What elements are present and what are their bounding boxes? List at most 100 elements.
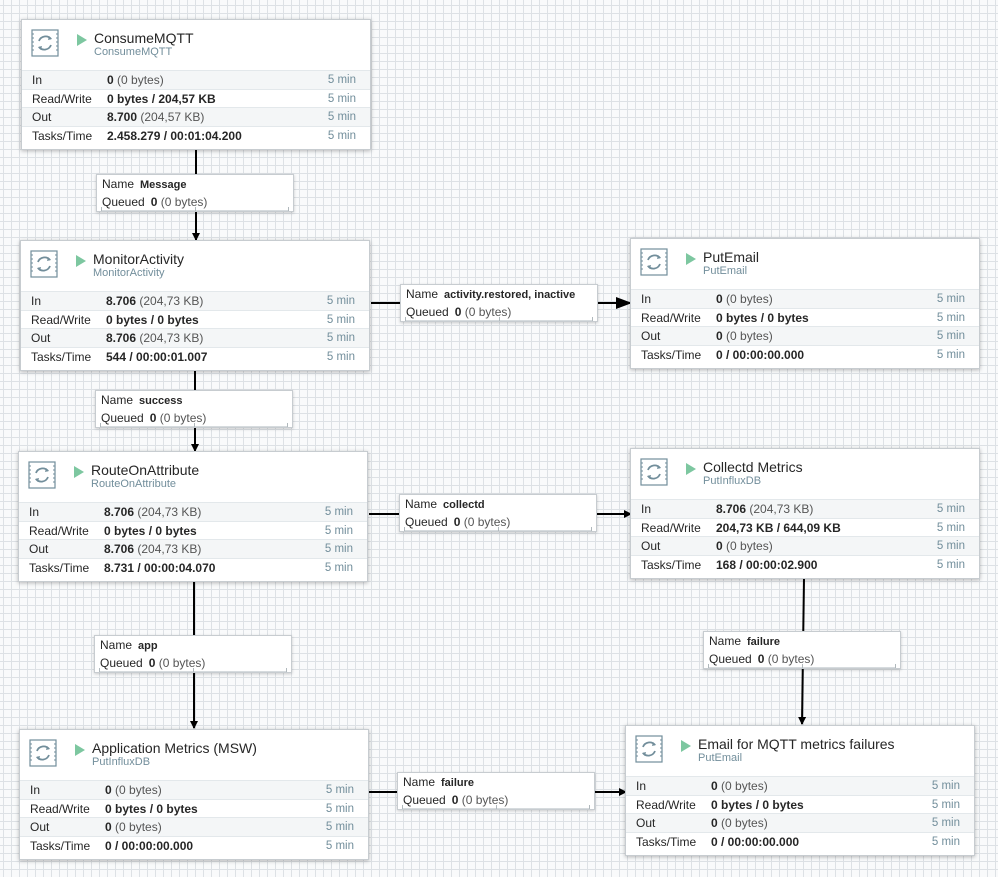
connection-name-key: Name: [403, 775, 436, 789]
connection-queued-count: 0: [453, 515, 461, 529]
stat-label: Out: [30, 820, 50, 834]
queue-bar: [96, 423, 292, 427]
stat-period: 5 min: [325, 839, 354, 852]
processor-icon: [28, 461, 56, 489]
stat-label: Out: [29, 542, 49, 556]
connection-queued-count: 0: [451, 793, 459, 807]
stat-period: 5 min: [936, 348, 965, 361]
stat-value: 8.706 (204,73 KB): [104, 503, 201, 522]
stat-count: 8.706: [104, 542, 135, 556]
stat-period: 5 min: [324, 506, 353, 518]
stat-count: 8.706: [106, 294, 137, 308]
stat-size: (0 bytes): [726, 539, 773, 553]
connection-queued-size: (0 bytes): [767, 652, 815, 666]
stat-size: (204,73 KB): [137, 505, 202, 519]
connection-queued-count: 0: [148, 656, 156, 670]
processor-icon: [29, 739, 57, 767]
connection-name-key: Name: [406, 287, 439, 301]
stat-value: 0 (0 bytes): [105, 781, 162, 800]
stat-period: 5 min: [936, 311, 965, 324]
stat-tasks-time: 0 / 00:00:00.000: [711, 834, 800, 849]
stat-value: 0 bytes / 204,57 KB: [107, 90, 216, 109]
running-status-icon: [681, 740, 691, 752]
stat-value: 0 / 00:00:00.000: [711, 833, 799, 852]
stat-period: 5 min: [326, 332, 355, 344]
stat-tasks-time: 544 / 00:00:01.007: [106, 349, 208, 364]
stat-value: 0 bytes / 0 bytes: [716, 309, 809, 328]
stat-label: In: [31, 294, 42, 308]
stat-size: (204,73 KB): [139, 294, 204, 308]
stat-value: 8.706 (204,73 KB): [716, 500, 813, 519]
stat-size: (204,57 KB): [140, 110, 205, 124]
stat-label: Tasks/Time: [636, 834, 697, 849]
stat-count: 8.706: [106, 331, 137, 345]
stat-label: Read/Write: [30, 801, 90, 816]
stat-label: Tasks/Time: [30, 838, 91, 853]
stat-label: Out: [636, 816, 656, 830]
stat-label: Read/Write: [641, 520, 701, 535]
processor-name: PutEmail: [703, 249, 760, 265]
stat-value: 204,73 KB / 644,09 KB: [716, 519, 841, 538]
connection-name: failure: [441, 777, 475, 789]
processor-type: PutInfluxDB: [703, 475, 762, 487]
connection-name: activity.restored, inactive: [444, 289, 576, 301]
connection-name-key: Name: [102, 177, 135, 191]
stat-tasks-time: 168 / 00:00:02.900: [716, 557, 818, 572]
stat-value: 0 (0 bytes): [711, 814, 768, 833]
connection-queued-size: (0 bytes): [159, 411, 207, 425]
processor-header[interactable]: Application Metrics (MSW)PutInfluxDB: [20, 730, 368, 780]
processor-type: MonitorActivity: [93, 267, 165, 279]
stat-period: 5 min: [324, 561, 353, 574]
stat-size: (0 bytes): [115, 820, 162, 834]
processor-icon: [30, 250, 58, 278]
stat-size: (0 bytes): [115, 783, 162, 797]
processor-type: PutEmail: [703, 265, 748, 277]
stat-label: Tasks/Time: [641, 557, 702, 572]
stat-size: (0 bytes): [117, 73, 164, 87]
stat-period: 5 min: [936, 293, 965, 305]
stat-period: 5 min: [327, 92, 356, 105]
stat-read-write: 0 bytes / 204,57 KB: [107, 91, 216, 106]
stat-read-write: 204,73 KB / 644,09 KB: [716, 520, 841, 535]
stat-period: 5 min: [936, 503, 965, 515]
stat-tasks-time: 8.731 / 00:00:04.070: [104, 560, 216, 575]
stat-value: 8.706 (204,73 KB): [104, 540, 201, 559]
stat-label: Out: [32, 110, 52, 124]
stat-count: 0: [107, 73, 114, 87]
processor-icon: [635, 735, 663, 763]
stat-count: 0: [105, 820, 112, 834]
stat-label: Read/Write: [636, 797, 696, 812]
processor-icon: [640, 248, 668, 276]
